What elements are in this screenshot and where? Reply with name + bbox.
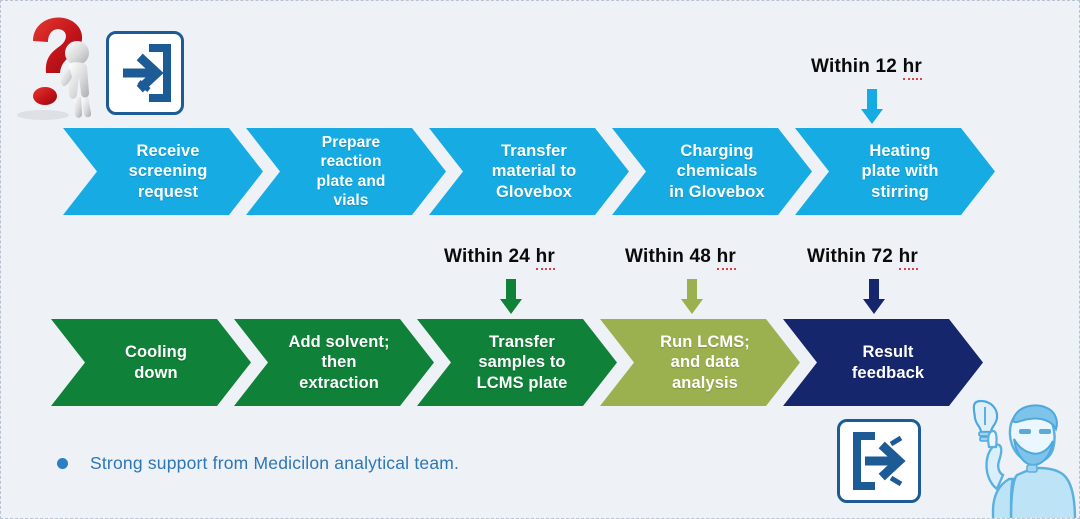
- step-heating-plate-with-stirring[interactable]: Heating plate with stirring: [795, 128, 995, 215]
- step-label: Transfer samples to LCMS plate: [476, 332, 568, 392]
- step-label: Transfer material to Glovebox: [491, 141, 577, 201]
- login-enter-icon: [106, 31, 184, 115]
- note-bullet-row: Strong support from Medicilon analytical…: [57, 453, 459, 474]
- step-prepare-reaction-plate-and-vials[interactable]: Prepare reaction plate and vials: [246, 128, 446, 215]
- step-label: Prepare reaction plate and vials: [316, 134, 386, 209]
- logout-exit-icon: [837, 419, 921, 503]
- step-label: Receive screening request: [128, 141, 208, 201]
- step-receive-screening-request[interactable]: Receive screening request: [63, 128, 263, 215]
- duration-text: Within 72: [807, 246, 899, 267]
- duration-arrow-within-24-hr: [491, 279, 531, 317]
- duration-arrow-within-72-hr: [854, 279, 894, 317]
- question-mark-figure-icon: [15, 11, 107, 123]
- duration-text: Within 24: [444, 246, 536, 267]
- duration-unit: hr: [535, 246, 555, 270]
- step-label: Run LCMS; and data analysis: [660, 332, 750, 392]
- person-with-idea-icon: [953, 379, 1079, 518]
- duration-text: Within 48: [625, 246, 717, 267]
- step-cooling-down[interactable]: Cooling down: [51, 319, 251, 406]
- step-run-lcms-and-data-analysis[interactable]: Run LCMS; and data analysis: [600, 319, 800, 406]
- duration-unit: hr: [898, 246, 918, 270]
- step-add-solvent-then-extraction[interactable]: Add solvent; then extraction: [234, 319, 434, 406]
- duration-arrow-within-12-hr: [852, 89, 892, 127]
- duration-label-within-48-hr: Within 48 hr: [625, 246, 736, 270]
- duration-unit: hr: [902, 56, 922, 80]
- duration-label-within-12-hr: Within 12 hr: [811, 56, 922, 80]
- step-label: Result feedback: [851, 343, 925, 382]
- duration-label-within-72-hr: Within 72 hr: [807, 246, 918, 270]
- duration-label-within-24-hr: Within 24 hr: [444, 246, 555, 270]
- step-transfer-material-to-glovebox[interactable]: Transfer material to Glovebox: [429, 128, 629, 215]
- duration-text: Within 12: [811, 56, 903, 77]
- step-transfer-samples-to-lcms-plate[interactable]: Transfer samples to LCMS plate: [417, 319, 617, 406]
- step-charging-chemicals-in-glovebox[interactable]: Charging chemicals in Glovebox: [612, 128, 812, 215]
- step-label: Cooling down: [124, 343, 188, 382]
- step-label: Add solvent; then extraction: [288, 332, 390, 392]
- duration-arrow-within-48-hr: [672, 279, 712, 317]
- duration-unit: hr: [716, 246, 736, 270]
- note-text: Strong support from Medicilon analytical…: [90, 453, 460, 473]
- bullet-dot-icon: [57, 458, 68, 469]
- step-label: Heating plate with stirring: [861, 141, 939, 201]
- step-label: Charging chemicals in Glovebox: [669, 141, 765, 201]
